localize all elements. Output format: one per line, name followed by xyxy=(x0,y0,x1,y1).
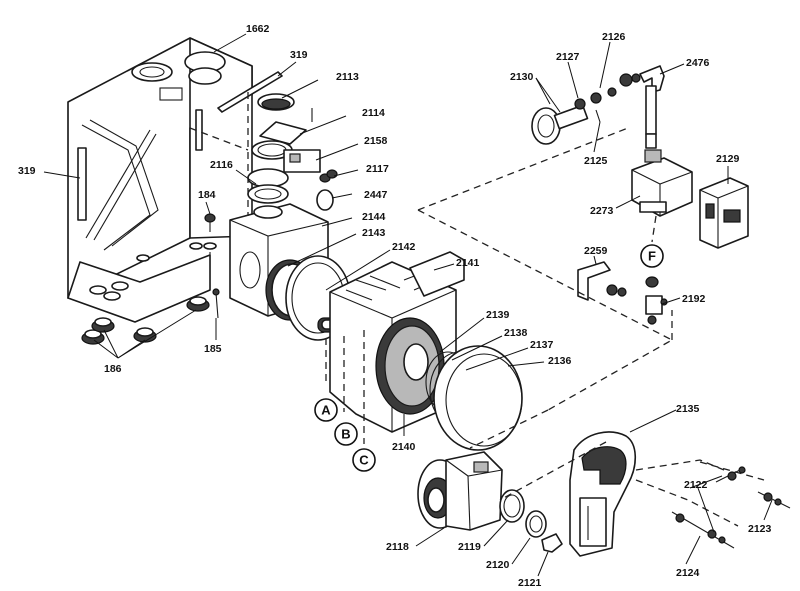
callout-C-text: C xyxy=(359,453,369,468)
sensors-2122-2124 xyxy=(671,466,791,549)
callout-B-text: B xyxy=(341,427,350,442)
label-2130: 2130 xyxy=(510,71,534,83)
label-2125: 2125 xyxy=(584,155,608,167)
blower-motor-2118 xyxy=(417,451,503,531)
label-2259: 2259 xyxy=(584,245,608,257)
control-module-2129 xyxy=(699,177,749,249)
label-2126: 2126 xyxy=(602,31,626,43)
label-2120: 2120 xyxy=(486,559,510,571)
label-2138: 2138 xyxy=(504,327,528,339)
label-2121: 2121 xyxy=(518,577,542,589)
label-2139: 2139 xyxy=(486,309,510,321)
label-2122: 2122 xyxy=(684,479,708,491)
label-2143: 2143 xyxy=(362,227,386,239)
label-186: 186 xyxy=(104,363,122,375)
gas-inlet-assembly xyxy=(531,65,665,149)
label-2192: 2192 xyxy=(682,293,706,305)
label-319-left: 319 xyxy=(18,165,36,177)
label-2158: 2158 xyxy=(364,135,388,147)
fan-hood-stack xyxy=(247,93,338,211)
fitting-2192 xyxy=(645,276,668,325)
rings-2136-2139 xyxy=(425,345,523,451)
callout-F: F xyxy=(640,244,664,268)
callout-C: C xyxy=(352,448,376,472)
label-319-top: 319 xyxy=(290,49,308,61)
label-2142: 2142 xyxy=(392,241,416,253)
label-184: 184 xyxy=(198,189,216,201)
label-2117: 2117 xyxy=(366,163,389,175)
heat-exchanger-2140 xyxy=(329,251,465,433)
label-2114: 2114 xyxy=(362,107,385,119)
assembly-guide-lines xyxy=(189,92,765,527)
part-number-labels: 1662 319 2113 2114 2158 2116 2117 319 18… xyxy=(18,23,772,589)
label-2141: 2141 xyxy=(456,257,480,269)
callout-A-text: A xyxy=(321,403,331,418)
label-2144: 2144 xyxy=(362,211,386,223)
label-2129: 2129 xyxy=(716,153,740,165)
gaskets-2119-2121 xyxy=(499,489,563,553)
cabinet-frame xyxy=(67,37,253,323)
pipe-2259 xyxy=(577,261,627,301)
label-2136: 2136 xyxy=(548,355,572,367)
fan-housing-2135 xyxy=(569,431,637,557)
label-2124: 2124 xyxy=(676,567,700,579)
label-185: 185 xyxy=(204,343,222,355)
label-2127: 2127 xyxy=(556,51,580,63)
label-2137: 2137 xyxy=(530,339,554,351)
label-1662: 1662 xyxy=(246,23,270,35)
strip-319-top xyxy=(217,71,283,113)
feet-186 xyxy=(81,296,210,345)
label-2119: 2119 xyxy=(458,541,481,553)
leader-lines xyxy=(43,33,773,577)
label-2116: 2116 xyxy=(210,159,233,171)
callout-A: A xyxy=(314,398,338,422)
label-2135: 2135 xyxy=(676,403,700,415)
label-2113: 2113 xyxy=(336,71,359,83)
label-2140: 2140 xyxy=(392,441,416,453)
gas-valve-2273 xyxy=(631,149,693,217)
label-2123: 2123 xyxy=(748,523,772,535)
callout-F-text: F xyxy=(648,249,656,264)
label-2447: 2447 xyxy=(364,189,388,201)
label-2118: 2118 xyxy=(386,541,409,553)
callout-B: B xyxy=(334,422,358,446)
label-2273: 2273 xyxy=(590,205,614,217)
label-2476: 2476 xyxy=(686,57,710,69)
